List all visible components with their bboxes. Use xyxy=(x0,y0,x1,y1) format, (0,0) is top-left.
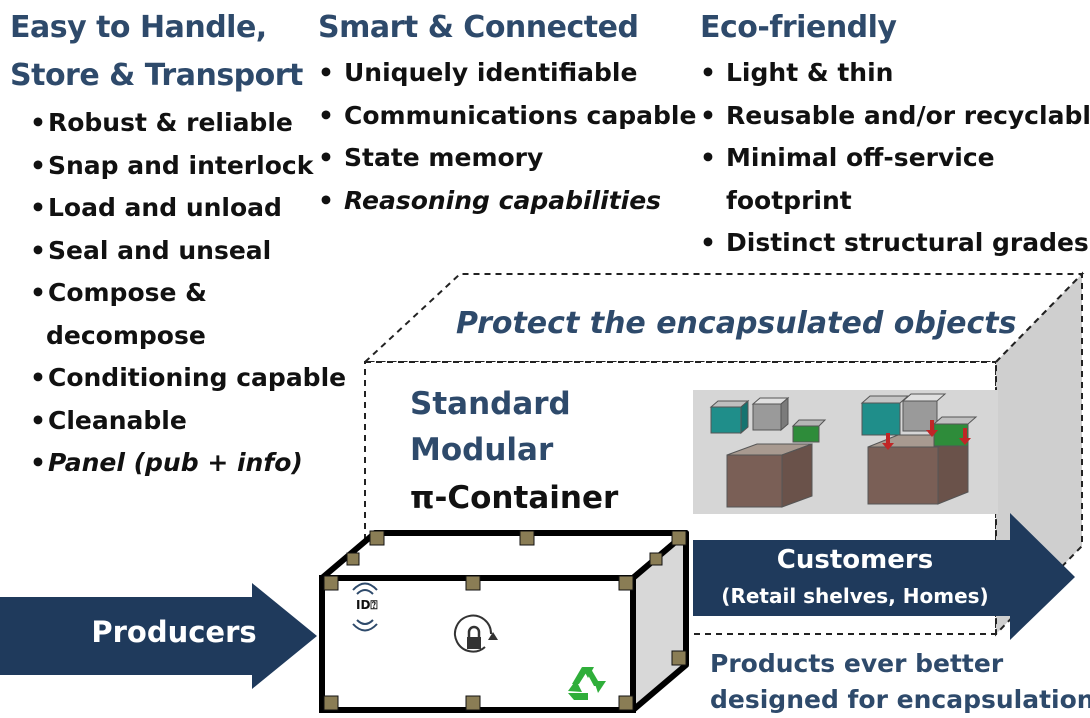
list-item: •Seal and unseal xyxy=(30,235,272,265)
list-item: •Robust & reliable xyxy=(30,108,293,137)
products-line1: Products ever better xyxy=(710,649,1004,678)
pi-container-label: π-Container xyxy=(410,480,619,516)
list-item-continuation: footprint xyxy=(726,185,852,215)
list-item: State memory xyxy=(318,137,696,180)
recycle-icon xyxy=(568,667,606,700)
producers-arrow-shape xyxy=(0,583,317,689)
wireless-icon-graphic xyxy=(352,582,378,632)
list-item: Light & thin xyxy=(700,52,1090,95)
list-item-continuation: decompose xyxy=(46,320,206,350)
list-item: Uniquely identifiable xyxy=(318,52,696,95)
list-item: •Panel (pub + info) xyxy=(30,448,303,477)
customers-label: Customers xyxy=(776,545,934,575)
producers-label: Producers xyxy=(91,615,257,649)
products-line2: designed for encapsulation xyxy=(710,685,1090,714)
eco-list: Light & thin Reusable and/or recyclable … xyxy=(700,52,1090,265)
standard-label: Standard xyxy=(410,386,571,422)
list-item: Reasoning capabilities xyxy=(318,180,696,223)
list-item: Communications capable xyxy=(318,95,696,138)
smart-list: Uniquely identifiable Communications cap… xyxy=(318,52,696,222)
list-item: •Compose & xyxy=(30,278,207,307)
eco-title: Eco-friendly xyxy=(700,10,897,45)
customers-arrow-shape xyxy=(693,513,1075,640)
handle-list: •Robust & reliable •Snap and interlock •… xyxy=(30,102,346,485)
list-item: •Load and unload xyxy=(30,193,282,222)
list-item: Distinct structural grades xyxy=(700,222,1090,265)
handle-title-line2: Store & Transport xyxy=(10,58,303,93)
modular-label: Modular xyxy=(410,432,554,468)
list-item: •Cleanable xyxy=(30,405,187,435)
corner-blocks xyxy=(323,530,687,711)
list-item: Reusable and/or recyclable xyxy=(700,95,1090,138)
customers-sublabel: (Retail shelves, Homes) xyxy=(721,584,989,608)
lock-rotate-icon xyxy=(454,614,498,653)
protect-caption: Protect the encapsulated objects xyxy=(456,306,1017,341)
list-item: •Conditioning capable xyxy=(30,363,347,392)
list-item: •Snap and interlock xyxy=(30,150,314,180)
id-label: ID⍰ xyxy=(356,598,378,612)
handle-title-line1: Easy to Handle, xyxy=(10,10,267,45)
smart-title: Smart & Connected xyxy=(318,10,639,45)
list-item: Minimal off-service xyxy=(700,137,1090,180)
modular-cubes-image xyxy=(693,390,998,514)
